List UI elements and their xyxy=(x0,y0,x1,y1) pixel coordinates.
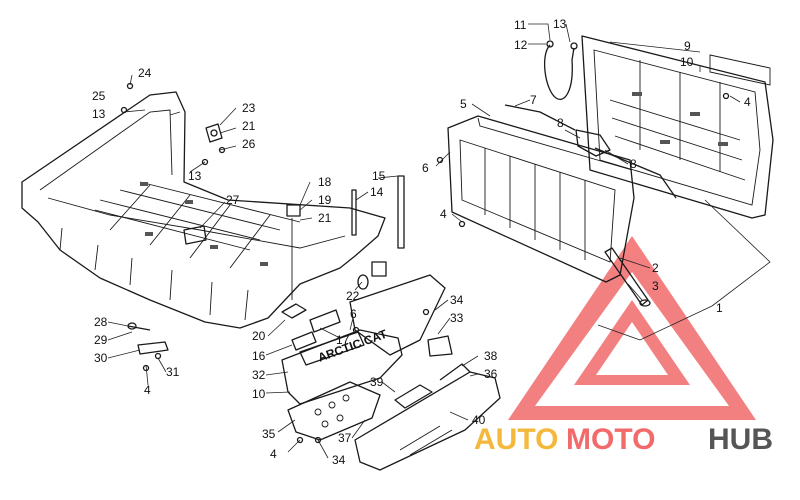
callout-4: 4 xyxy=(270,447,277,461)
tailgate-inner-panel xyxy=(447,115,635,283)
callout-36: 36 xyxy=(484,367,498,381)
callout-13: 13 xyxy=(92,107,106,121)
watermark-word-auto: AUTO xyxy=(474,423,558,456)
callout-4: 4 xyxy=(144,383,151,397)
callout-9: 9 xyxy=(684,39,691,53)
watermark-text: AUTO MOTO HUB xyxy=(474,423,773,456)
callout-4: 4 xyxy=(744,95,751,109)
callout-21: 21 xyxy=(318,211,332,225)
latch-rods xyxy=(504,104,677,199)
callout-25: 25 xyxy=(92,89,106,103)
callout-17: 17 xyxy=(336,333,350,347)
screw-icons xyxy=(120,82,730,444)
callout-23: 23 xyxy=(242,101,256,115)
callout-27: 27 xyxy=(226,193,240,207)
callout-2: 2 xyxy=(652,261,659,275)
watermark-logo-icon xyxy=(508,236,756,420)
callout-13: 13 xyxy=(553,17,567,31)
callout-12: 12 xyxy=(514,38,528,52)
callout-39: 39 xyxy=(370,375,384,389)
callout-19: 19 xyxy=(318,193,332,207)
pad-17 xyxy=(309,309,341,333)
callout-1: 1 xyxy=(716,301,723,315)
skid-plate xyxy=(287,381,381,441)
lower-cover xyxy=(354,363,501,471)
bracket-23 xyxy=(205,123,223,143)
callout-28: 28 xyxy=(94,315,108,329)
callout-32: 32 xyxy=(252,368,266,382)
callout-38: 38 xyxy=(484,349,498,363)
callout-20: 20 xyxy=(252,329,266,343)
side-trim xyxy=(349,274,446,356)
callout-7: 7 xyxy=(530,93,537,107)
callout-5: 5 xyxy=(460,97,467,111)
callout-8: 8 xyxy=(557,116,564,130)
watermark-word-hub: HUB xyxy=(708,423,773,456)
callout-24: 24 xyxy=(138,66,152,80)
hinge-rod xyxy=(604,247,651,307)
callout-22: 22 xyxy=(346,289,360,303)
callout-11: 11 xyxy=(514,18,527,32)
tailgate-cable xyxy=(543,40,578,100)
callout-35: 35 xyxy=(262,427,276,441)
callout-30: 30 xyxy=(94,351,108,365)
bolt-hardware xyxy=(281,189,357,319)
callout-6: 6 xyxy=(350,307,357,321)
callout-6: 6 xyxy=(422,161,429,175)
tailgate-outer-panel xyxy=(581,35,774,219)
callout-4: 4 xyxy=(440,207,447,221)
callout-13: 13 xyxy=(188,169,202,183)
pad-16 xyxy=(291,331,317,351)
bracket-22 xyxy=(371,261,387,277)
leader-lines xyxy=(107,23,771,459)
callout-16: 16 xyxy=(252,349,266,363)
callout-10: 10 xyxy=(252,387,266,401)
callout-15: 15 xyxy=(372,169,386,183)
callout-31: 31 xyxy=(166,365,180,379)
grommet-22 xyxy=(357,274,369,290)
callout-26: 26 xyxy=(242,137,256,151)
callout-3: 3 xyxy=(652,279,659,293)
cargo-box xyxy=(21,91,386,329)
callout-8: 8 xyxy=(630,157,637,171)
callout-40: 40 xyxy=(472,413,486,427)
callout-14: 14 xyxy=(370,185,384,199)
watermark-word-moto: MOTO xyxy=(566,423,655,456)
callout-34: 34 xyxy=(450,293,464,307)
callout-33: 33 xyxy=(450,311,464,325)
callout-labels: 11 12 13 9 10 4 5 7 8 8 6 4 2 3 1 24 25 … xyxy=(92,17,751,467)
latch-assembly xyxy=(127,322,169,355)
support-rod xyxy=(397,175,405,249)
callout-18: 18 xyxy=(318,175,332,189)
callout-10: 10 xyxy=(680,55,694,69)
callout-34: 34 xyxy=(332,453,346,467)
callout-29: 29 xyxy=(94,333,108,347)
callout-21: 21 xyxy=(242,119,256,133)
callout-37: 37 xyxy=(338,431,352,445)
